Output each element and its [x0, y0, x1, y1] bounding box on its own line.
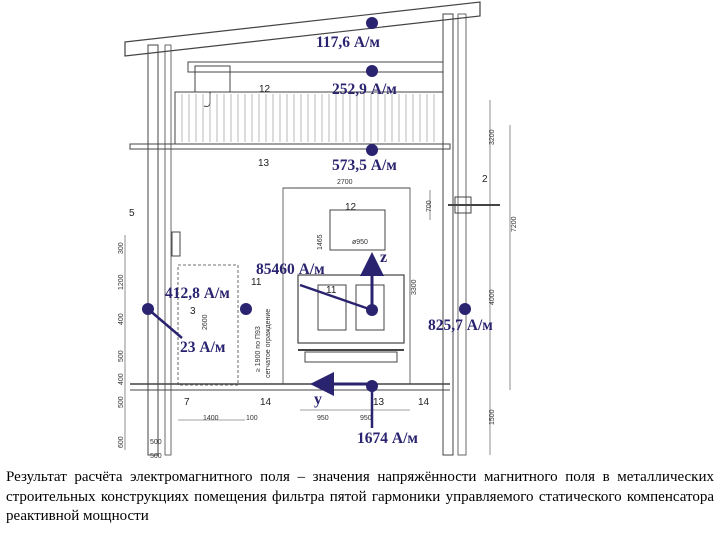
reactor-top	[329, 209, 386, 251]
reactor-core-left	[317, 284, 347, 331]
callout-number: 12	[345, 202, 357, 213]
roof-slab	[124, 1, 481, 57]
field-value-girder: 573,5 А/м	[332, 157, 397, 174]
dim-label: 400	[118, 373, 125, 385]
left-bracket	[171, 231, 181, 257]
dim-label: 4000	[489, 289, 496, 305]
callout-number: 14	[418, 397, 430, 408]
coordinate-axes	[310, 252, 384, 396]
field-point	[142, 303, 154, 315]
dim-label: 700	[426, 200, 433, 212]
dim-label: 100	[246, 415, 258, 422]
ceiling-floor	[129, 143, 451, 150]
dim-label: 1465	[317, 234, 324, 250]
dim-label: 500	[118, 350, 125, 362]
annotation-text: ≥ 1900 по П93	[255, 326, 262, 372]
callout-number: 13	[258, 158, 270, 169]
reactor-core-right	[355, 284, 385, 331]
reactor-body	[297, 274, 405, 344]
hoist-box	[194, 65, 231, 93]
dim-label: 400	[118, 313, 125, 325]
dimension-labels: 2700 700 3200 7200 4000 1500 3300 1465 ø…	[118, 129, 518, 460]
callout-number: 14	[260, 397, 272, 408]
dim-label: 3300	[411, 279, 418, 295]
field-value-fence: 412,8 А/м	[165, 285, 230, 302]
dim-label: 950	[317, 415, 329, 422]
field-value-roof: 117,6 А/м	[316, 34, 380, 51]
field-point	[366, 380, 378, 392]
callout-labels: 12 13 2 5 11 12 11 3 7 14 13 14	[129, 84, 488, 408]
field-points	[142, 17, 471, 392]
dim-label: 500	[118, 396, 125, 408]
left-column	[147, 44, 159, 456]
field-markers	[147, 283, 374, 428]
callout-number: 3	[190, 306, 196, 317]
leader-line	[299, 283, 373, 312]
crane-beam	[187, 61, 444, 73]
callout-number: 12	[259, 84, 271, 95]
dim-label: 1500	[489, 409, 496, 425]
hoist-hook	[203, 92, 211, 107]
field-value-right-wall: 825,7 А/м	[428, 317, 493, 334]
base-plate	[304, 351, 398, 363]
engineering-drawing: 2700 700 3200 7200 4000 1500 3300 1465 ø…	[118, 1, 518, 460]
mesh-fence	[177, 264, 239, 386]
dim-label: 600	[118, 436, 125, 448]
field-value-reactor: 85460 А/м	[256, 261, 325, 278]
callout-number: 11	[251, 277, 262, 288]
girder-hatching	[181, 94, 435, 142]
field-value-left-wall: 23 А/м	[180, 339, 226, 356]
z-axis-label: z	[380, 249, 387, 266]
dim-label: 500	[150, 439, 162, 446]
crane-girder	[174, 91, 444, 145]
callout-number: 13	[373, 397, 385, 408]
field-point	[366, 144, 378, 156]
right-column-inner	[457, 13, 467, 456]
callout-number: 5	[129, 208, 135, 219]
field-value-labels: 117,6 А/м 252,9 А/м 573,5 А/м 85460 А/м …	[165, 34, 493, 447]
y-axis-label: y	[314, 391, 322, 408]
field-point	[240, 303, 252, 315]
building-structure	[124, 1, 511, 456]
dim-label: 300	[118, 242, 125, 254]
annotation-text: сетчатое ограждение	[265, 309, 272, 378]
dim-label: 1400	[203, 415, 219, 422]
figure-caption: Результат расчёта электромагнитного поля…	[6, 469, 714, 524]
right-column	[442, 13, 454, 456]
callout-number: 2	[482, 174, 488, 185]
dim-label: 1200	[118, 274, 125, 290]
field-point	[459, 303, 471, 315]
field-point	[366, 65, 378, 77]
dim-label: 2600	[202, 314, 209, 330]
callout-number: 7	[184, 397, 190, 408]
dim-label: 2700	[337, 179, 353, 186]
dim-label: ø950	[352, 239, 368, 246]
dim-label: 950	[360, 415, 372, 422]
field-value-crane-beam: 252,9 А/м	[332, 81, 397, 98]
field-point	[366, 17, 378, 29]
leader-line	[147, 308, 183, 339]
dim-label: 500	[150, 453, 162, 460]
left-column-inner	[164, 44, 172, 456]
dim-label: 7200	[511, 216, 518, 232]
field-value-floor: 1674 А/м	[357, 430, 418, 447]
dim-label: 3200	[489, 129, 496, 145]
callout-number: 11	[326, 285, 337, 296]
